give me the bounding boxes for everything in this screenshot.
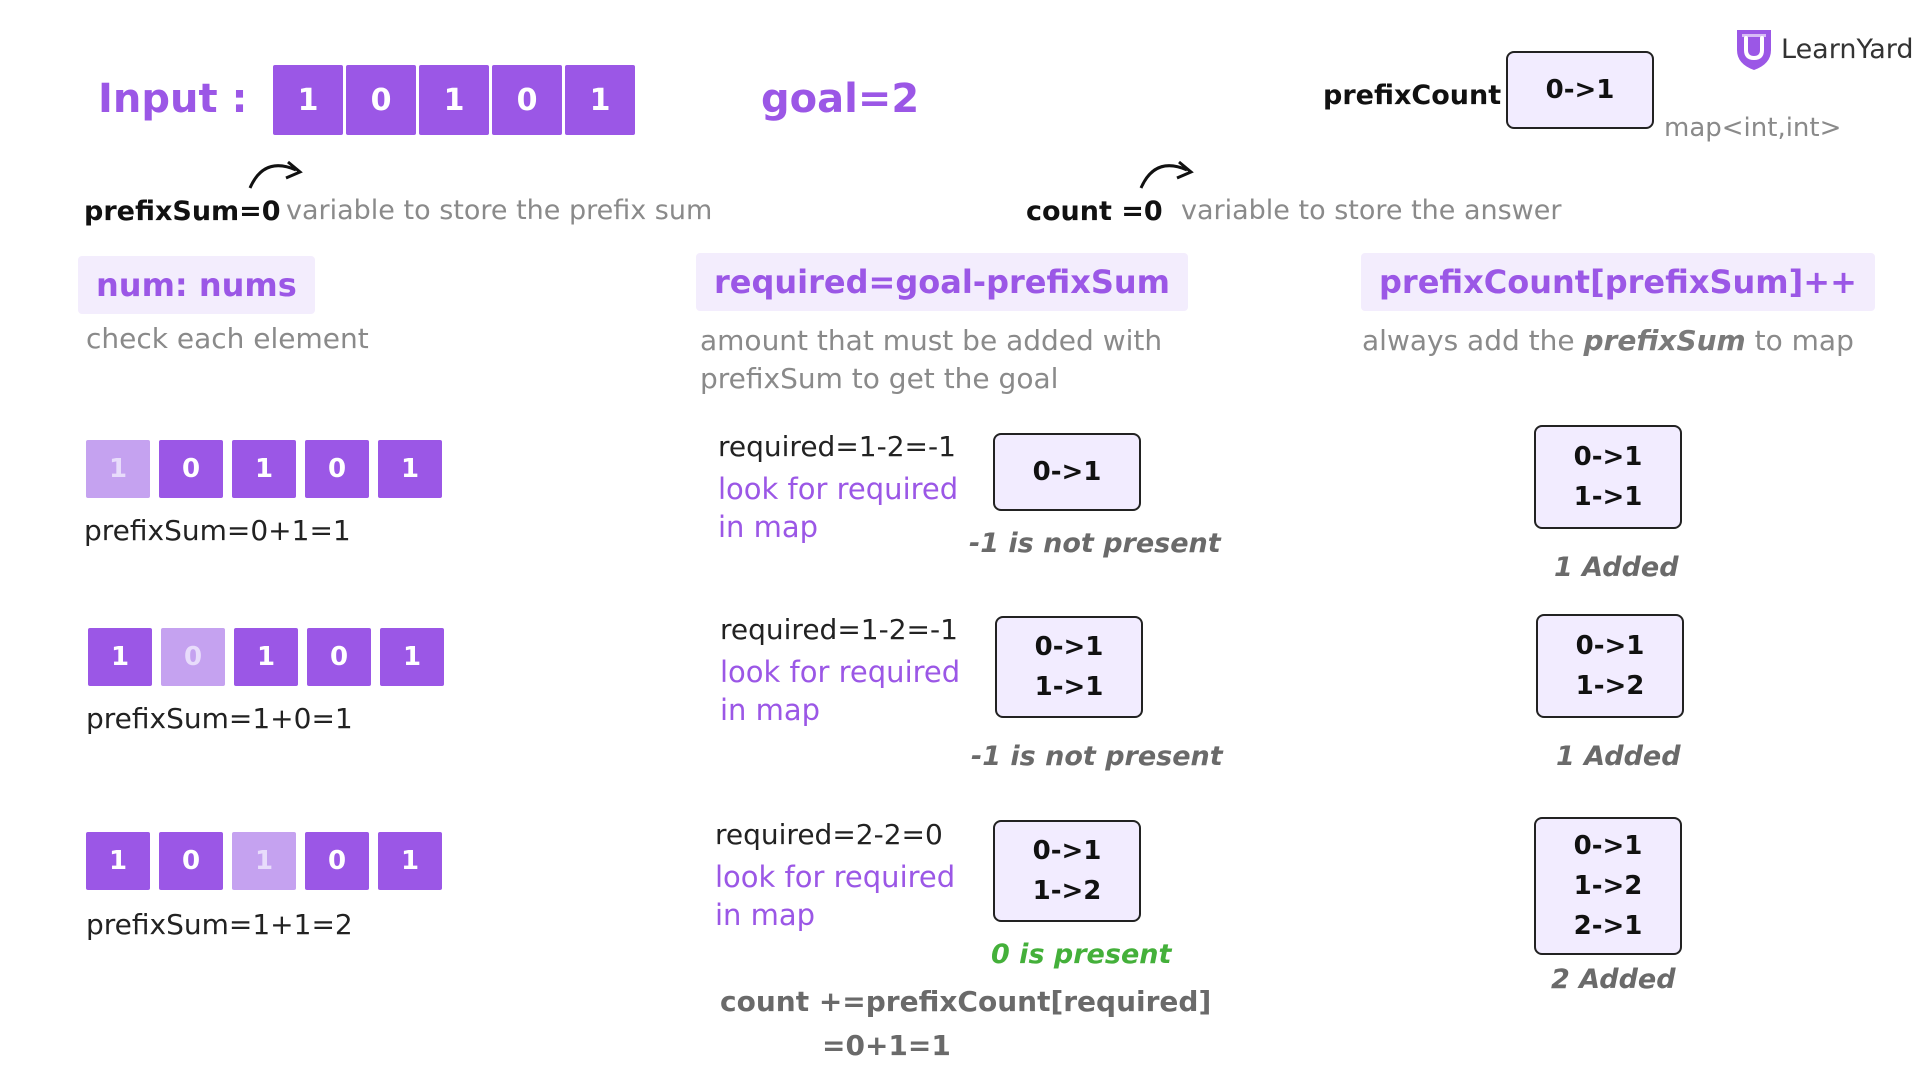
logo-text: LearnYard bbox=[1781, 33, 1914, 65]
prefix-sum-desc: variable to store the prefix sum bbox=[286, 195, 713, 226]
input-cell: 1 bbox=[419, 65, 489, 135]
hint-line: in map bbox=[720, 693, 821, 727]
curved-arrow-icon bbox=[248, 160, 303, 189]
column-desc-num: check each element bbox=[86, 322, 369, 355]
hint-line: in map bbox=[718, 510, 819, 544]
result-note: 1 Added bbox=[1554, 552, 1679, 583]
array-cell: 0 bbox=[161, 628, 225, 686]
array-cell: 1 bbox=[232, 440, 296, 498]
input-cell: 0 bbox=[346, 65, 416, 135]
result-note: 1 Added bbox=[1556, 741, 1681, 772]
input-label: Input : bbox=[98, 76, 248, 122]
map-entry: 1->2 bbox=[1575, 671, 1645, 701]
count-desc: variable to store the answer bbox=[1181, 195, 1562, 226]
array-cell: 1 bbox=[88, 628, 152, 686]
array-cell: 1 bbox=[86, 440, 150, 498]
learnyard-logo: LearnYard bbox=[1733, 26, 1914, 72]
map-entry: 0->1 bbox=[1573, 442, 1643, 472]
map-entry: 1->1 bbox=[1034, 672, 1104, 702]
result-note: 2 Added bbox=[1551, 964, 1676, 995]
column-desc-prefix-count: always add the prefixSum to map bbox=[1362, 322, 1854, 360]
column-desc-required: amount that must be added with prefixSum… bbox=[700, 322, 1162, 398]
required-calc: required=1-2=-1 bbox=[720, 613, 958, 646]
desc-text: always add the bbox=[1362, 324, 1584, 357]
map-entry: 1->2 bbox=[1573, 871, 1643, 901]
desc-line: amount that must be added with bbox=[700, 324, 1163, 357]
required-calc: required=2-2=0 bbox=[715, 818, 943, 851]
array-cell: 0 bbox=[159, 440, 223, 498]
prefix-count-label: prefixCount bbox=[1323, 80, 1502, 111]
shield-logo-icon bbox=[1737, 30, 1771, 70]
column-tag-num: num: nums bbox=[78, 256, 315, 314]
curved-arrow-icon bbox=[1139, 160, 1194, 189]
map-entry: 0->1 bbox=[1032, 457, 1102, 487]
prefix-sum-var: prefixSum=0 bbox=[84, 196, 281, 227]
array-cell: 0 bbox=[159, 832, 223, 890]
result-map-box: 0->1 1->2 bbox=[1536, 614, 1684, 718]
prefix-sum-calc: prefixSum=1+1=2 bbox=[86, 908, 353, 941]
array-cell: 1 bbox=[234, 628, 298, 686]
map-entry: 0->1 bbox=[1573, 831, 1643, 861]
map-entry: 0->1 bbox=[1034, 632, 1104, 662]
input-cell: 1 bbox=[273, 65, 343, 135]
lookup-hint: look for required in map bbox=[720, 653, 960, 729]
lookup-result-note: -1 is not present bbox=[969, 528, 1221, 559]
required-calc: required=1-2=-1 bbox=[718, 430, 956, 463]
map-entry: 0->1 bbox=[1545, 75, 1615, 105]
prefix-count-box: 0->1 bbox=[1506, 51, 1654, 129]
lookup-result-note: -1 is not present bbox=[971, 741, 1223, 772]
prefix-sum-calc: prefixSum=1+0=1 bbox=[86, 702, 353, 735]
array-cell: 1 bbox=[378, 832, 442, 890]
count-update: count +=prefixCount[required] =0+1=1 bbox=[720, 980, 1211, 1068]
array-cell: 0 bbox=[305, 832, 369, 890]
map-entry: 0->1 bbox=[1032, 836, 1102, 866]
result-map-box: 0->1 1->2 2->1 bbox=[1534, 817, 1682, 955]
lookup-map-box: 0->1 1->2 bbox=[993, 820, 1141, 922]
count-update-line: count +=prefixCount[required] bbox=[720, 985, 1212, 1018]
desc-emphasis: prefixSum bbox=[1583, 324, 1746, 357]
result-map-box: 0->1 1->1 bbox=[1534, 425, 1682, 529]
hint-line: in map bbox=[715, 898, 816, 932]
array-cell: 0 bbox=[307, 628, 371, 686]
array-cell: 0 bbox=[305, 440, 369, 498]
desc-line: prefixSum to get the goal bbox=[700, 362, 1059, 395]
prefix-sum-calc: prefixSum=0+1=1 bbox=[84, 514, 351, 547]
array-cell: 1 bbox=[232, 832, 296, 890]
lookup-map-box: 0->1 1->1 bbox=[995, 616, 1143, 718]
map-type-label: map<int,int> bbox=[1664, 113, 1842, 143]
goal-label: goal=2 bbox=[761, 76, 920, 122]
hint-line: look for required bbox=[720, 655, 961, 689]
map-entry: 0->1 bbox=[1575, 631, 1645, 661]
array-cell: 1 bbox=[378, 440, 442, 498]
hint-line: look for required bbox=[718, 472, 959, 506]
map-entry: 2->1 bbox=[1573, 911, 1643, 941]
lookup-result-note: 0 is present bbox=[991, 939, 1172, 970]
hint-line: look for required bbox=[715, 860, 956, 894]
column-tag-prefix-count: prefixCount[prefixSum]++ bbox=[1361, 253, 1875, 311]
count-var: count =0 bbox=[1026, 196, 1163, 227]
map-entry: 1->1 bbox=[1573, 482, 1643, 512]
desc-text: to map bbox=[1745, 324, 1854, 357]
column-tag-required: required=goal-prefixSum bbox=[696, 253, 1188, 311]
input-cell: 0 bbox=[492, 65, 562, 135]
map-entry: 1->2 bbox=[1032, 876, 1102, 906]
input-cell: 1 bbox=[565, 65, 635, 135]
lookup-hint: look for required in map bbox=[715, 858, 955, 934]
lookup-hint: look for required in map bbox=[718, 470, 958, 546]
array-cell: 1 bbox=[86, 832, 150, 890]
array-cell: 1 bbox=[380, 628, 444, 686]
lookup-map-box: 0->1 bbox=[993, 433, 1141, 511]
count-update-line: =0+1=1 bbox=[822, 1029, 951, 1062]
